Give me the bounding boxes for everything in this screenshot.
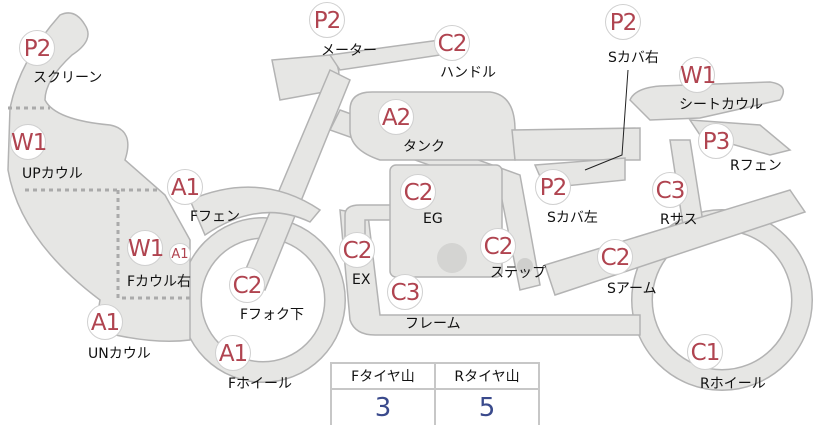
part-label-handle: ハンドル [440,65,496,81]
grade-badge-screen: P2 [19,30,55,66]
grade-badge-tank: A2 [378,99,414,135]
grade-badge-meter: P2 [309,2,345,38]
grade-badge-up-cowl: W1 [10,124,47,160]
grade-badge-side-cover-left: P2 [535,169,571,205]
part-label-side-cover-left: Sカバ左 [547,210,598,226]
part-label-r-fender: Rフェン [730,158,782,174]
grade-badge-f-cowl-right-secondary: A1 [169,243,191,265]
grade-badge-frame: C3 [387,274,423,310]
part-label-r-suspension: Rサス [660,212,698,228]
part-label-tank: タンク [403,139,445,155]
part-label-exhaust: EX [352,272,371,288]
part-label-seat-cowl: シートカウル [679,97,763,113]
rear-tire-header: Rタイヤ山 [434,362,540,390]
grade-badge-r-fender: P3 [698,123,734,159]
part-label-frame: フレーム [405,316,461,332]
grade-badge-seat-cowl: W1 [679,57,716,93]
grade-badge-step: C2 [480,228,516,264]
part-label-f-fork-lower: Fフォク下 [240,307,305,323]
grade-badge-engine: C2 [400,174,436,210]
part-label-up-cowl: UPカウル [22,166,83,182]
part-label-f-fender: Fフェン [190,209,241,225]
grade-badge-side-cover-right: P2 [605,4,641,40]
part-label-swing-arm: Sアーム [607,281,657,297]
grade-badge-un-cowl: A1 [87,304,123,340]
grade-badge-f-wheel: A1 [215,335,251,371]
front-tire-value: 3 [330,388,436,425]
part-label-screen: スクリーン [33,70,103,86]
part-label-r-wheel: Rホイール [700,376,766,392]
grade-badge-r-wheel: C1 [687,334,723,370]
part-label-engine: EG [423,211,443,227]
grade-badge-exhaust: C2 [339,232,375,268]
grade-badge-f-fork-lower: C2 [229,267,265,303]
grade-badge-handle: C2 [434,25,470,61]
tire-tread-table: Fタイヤ山 Rタイヤ山 3 5 [330,362,540,425]
grade-badge-f-fender: A1 [167,169,203,205]
rear-tire-value: 5 [434,388,540,425]
grade-badge-r-suspension: C3 [652,172,688,208]
part-label-f-wheel: Fホイール [228,376,293,392]
part-label-f-cowl-right: Fカウル右 [127,274,192,290]
frame-shape [339,209,641,336]
part-label-un-cowl: UNカウル [88,346,151,362]
seat-cowl-shape [629,81,785,121]
part-label-step: ステップ [490,265,546,281]
part-label-side-cover-right: Sカバ右 [608,50,659,66]
part-label-meter: メーター [321,43,377,59]
grade-badge-swing-arm: C2 [597,239,633,275]
front-tire-header: Fタイヤ山 [330,362,436,390]
grade-badge-f-cowl-right: W1 [127,230,164,266]
